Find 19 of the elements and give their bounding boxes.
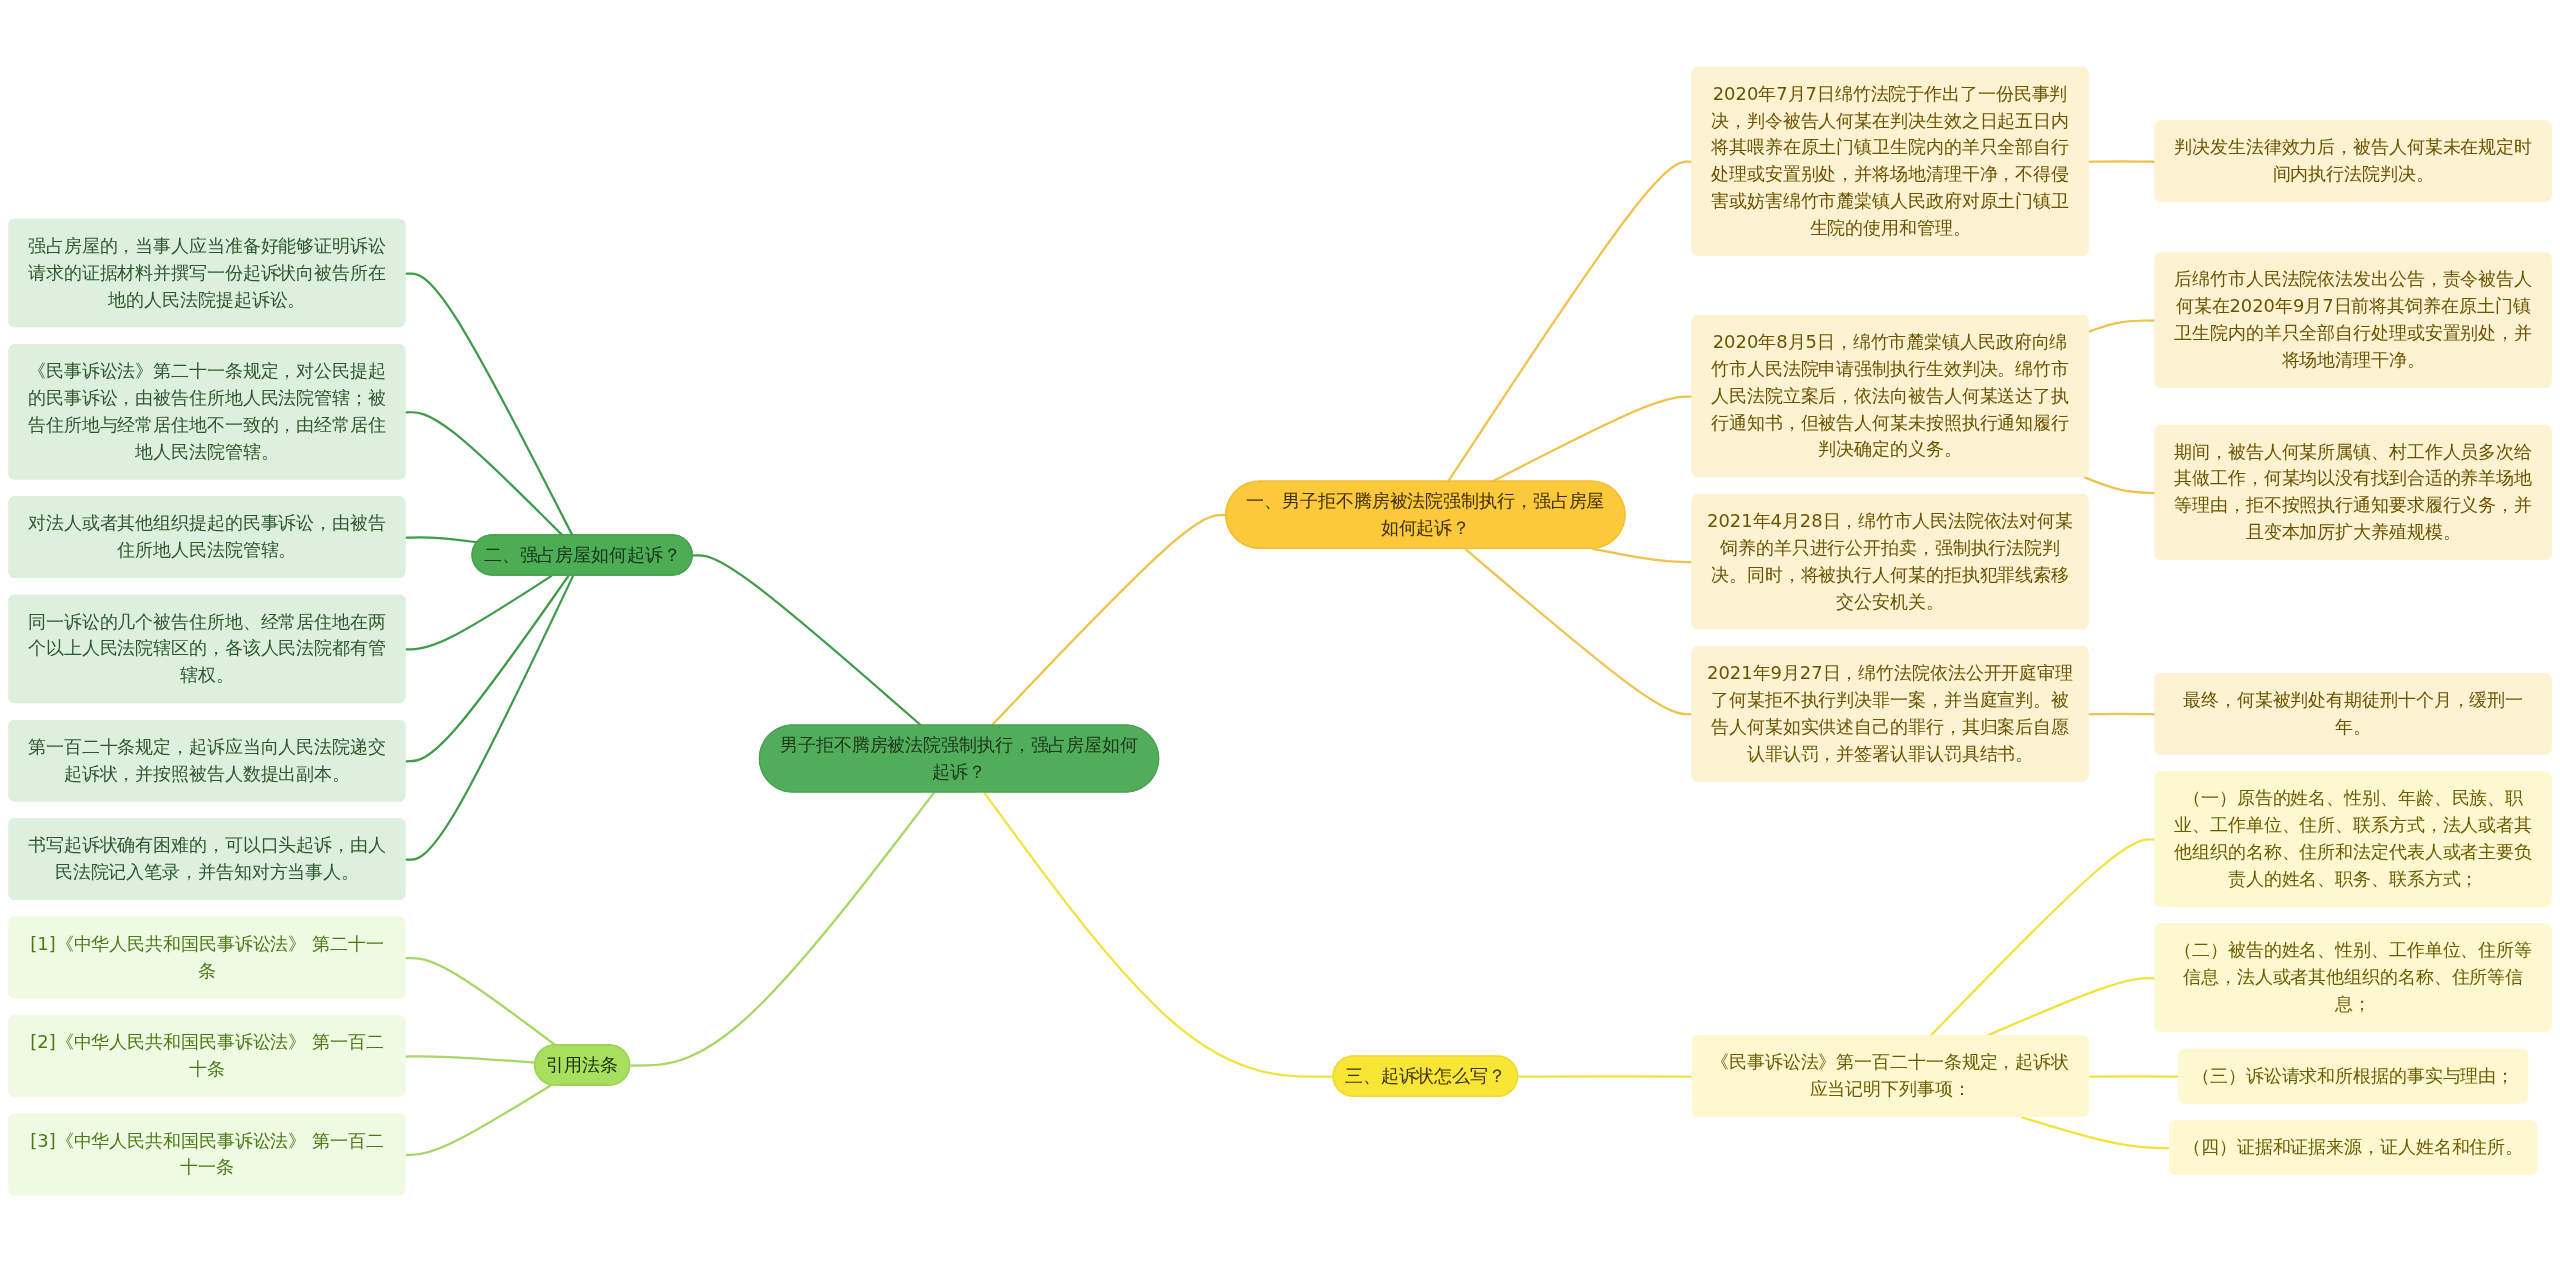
connector xyxy=(1518,1075,1693,1078)
connector xyxy=(405,536,478,544)
connector xyxy=(1592,547,1693,564)
connector xyxy=(405,1084,552,1157)
connector xyxy=(405,575,575,861)
connector xyxy=(405,956,557,1047)
connector xyxy=(2083,476,2156,494)
connector xyxy=(405,1055,536,1064)
connector xyxy=(405,575,570,763)
connector xyxy=(2088,319,2156,333)
connector xyxy=(1447,160,1693,483)
connector xyxy=(2088,712,2156,716)
connector xyxy=(630,791,935,1067)
connector xyxy=(405,574,553,651)
connector xyxy=(2088,160,2156,163)
connector xyxy=(983,791,1334,1078)
connector xyxy=(1491,395,1693,483)
connector xyxy=(1464,547,1693,716)
connector xyxy=(405,272,574,536)
